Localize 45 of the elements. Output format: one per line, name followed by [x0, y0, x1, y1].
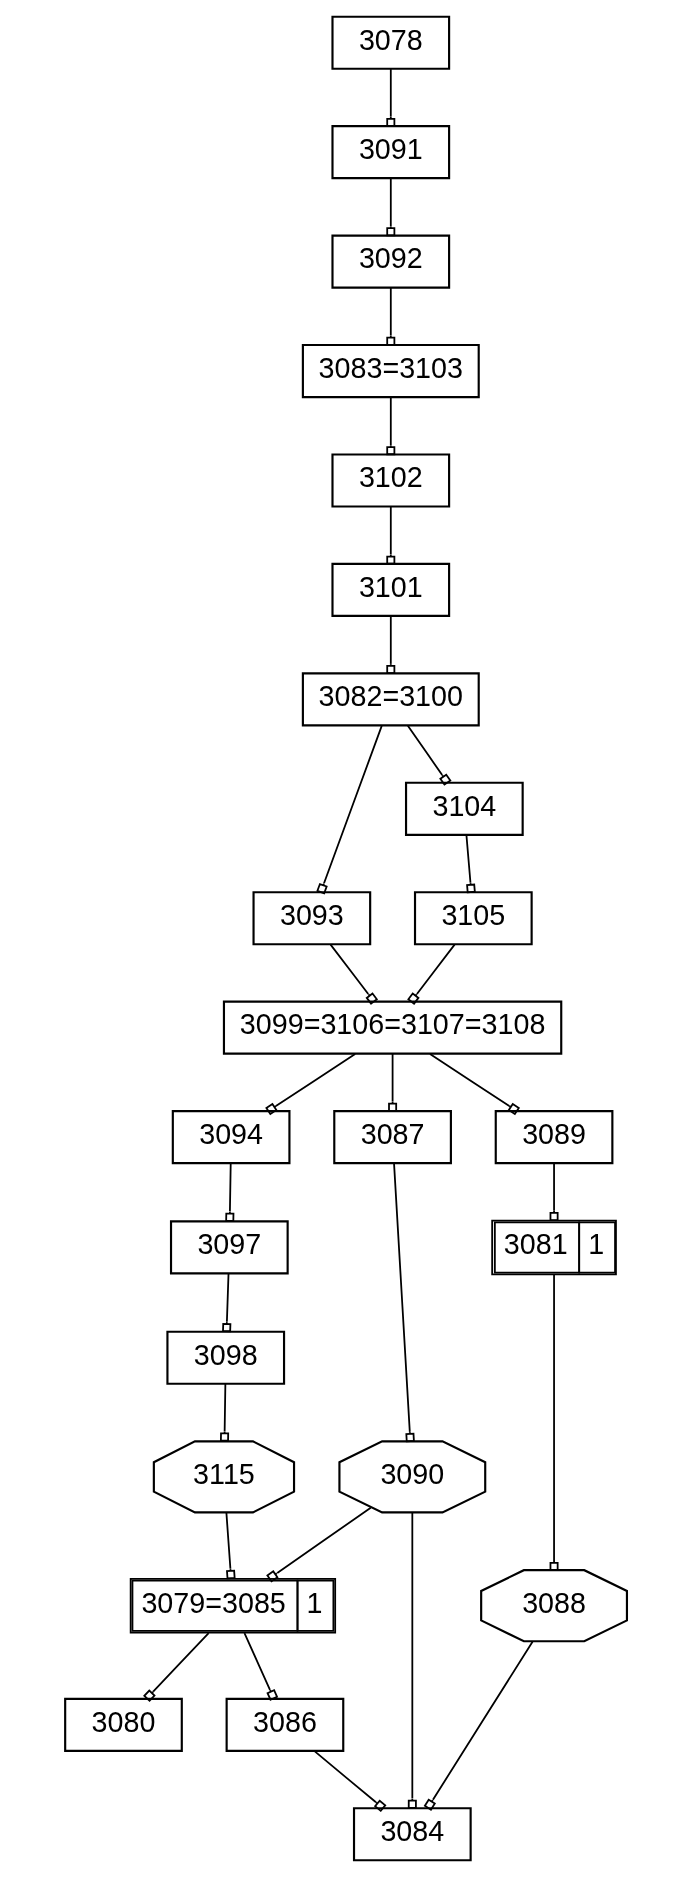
connector — [392, 1162, 415, 1443]
connector — [385, 615, 395, 675]
connector — [142, 1632, 210, 1702]
connector — [313, 1750, 386, 1813]
connector — [406, 724, 452, 786]
node-box: 3084 — [352, 1807, 472, 1862]
node-box: 3089 — [494, 1110, 613, 1165]
connector — [385, 68, 395, 127]
node-box: 3101 — [330, 562, 450, 617]
connector — [385, 396, 395, 456]
connector — [423, 1640, 533, 1811]
node-box: 3083=3103 — [301, 343, 480, 399]
node-box: 3093 — [251, 891, 371, 946]
node-box: 3086 — [225, 1697, 344, 1752]
connector — [465, 834, 476, 894]
connector — [225, 1512, 236, 1580]
connector — [387, 1053, 397, 1112]
connector — [406, 943, 455, 1005]
connector — [264, 1053, 356, 1116]
connector — [329, 943, 378, 1005]
connector — [385, 505, 395, 565]
connector — [224, 1162, 234, 1222]
connector — [243, 1632, 278, 1701]
node-box: 3097 — [169, 1220, 289, 1275]
node-box: 3087 — [332, 1110, 452, 1165]
node-box: 3080 — [63, 1697, 183, 1752]
node-box: 3098 — [165, 1330, 285, 1385]
connector — [221, 1272, 231, 1333]
connector — [385, 177, 395, 237]
connector — [428, 1053, 520, 1116]
node-box: 3082=3100 — [301, 672, 480, 727]
node-box: 3104 — [404, 781, 524, 836]
node-box: 3092 — [330, 234, 450, 289]
node-box: 3102 — [330, 453, 450, 508]
node-box: 3094 — [171, 1110, 290, 1165]
node-box: 3078 — [330, 15, 450, 70]
node-box: 3105 — [413, 891, 533, 946]
connector — [315, 724, 383, 895]
connector — [407, 1511, 417, 1809]
connector — [265, 1506, 372, 1583]
node-box: 3091 — [330, 125, 450, 180]
connector — [549, 1162, 559, 1221]
connector — [549, 1273, 559, 1571]
node-box: 3099=3106=3107=3108 — [222, 1000, 562, 1055]
connector — [385, 287, 395, 346]
